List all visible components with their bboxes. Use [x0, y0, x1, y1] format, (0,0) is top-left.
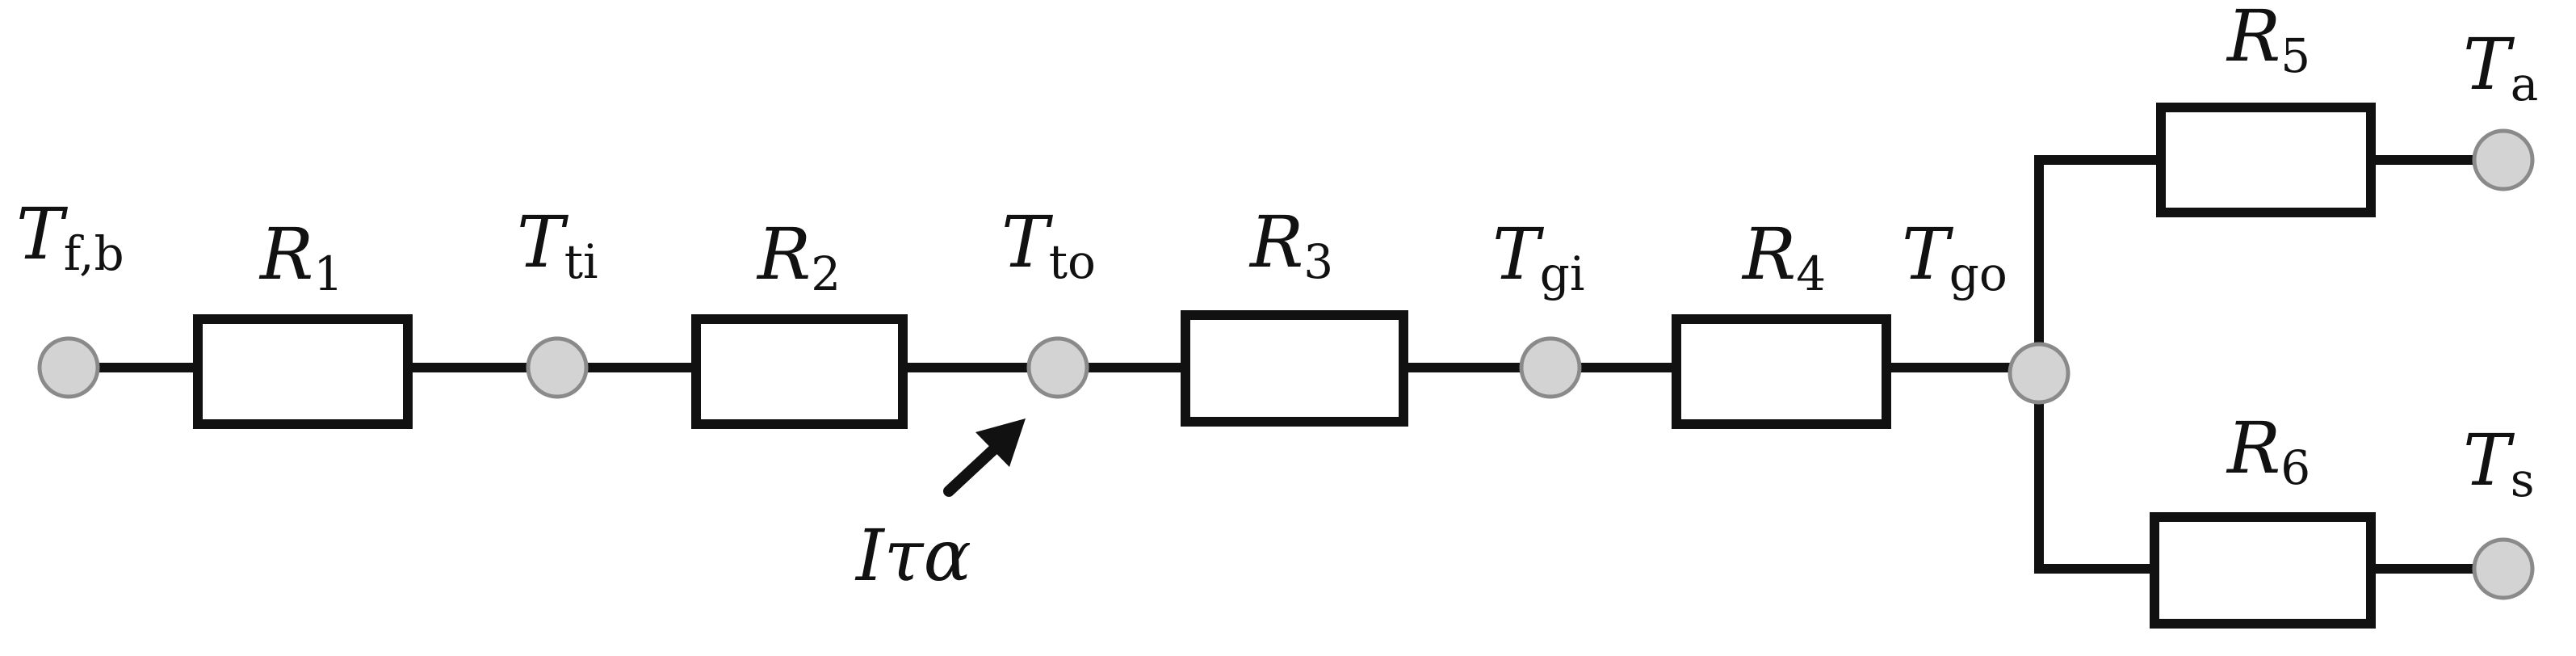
wire-branch-upper [2034, 155, 2166, 372]
label-t-fb: Tf,b [16, 192, 124, 281]
resistor-r2 [691, 314, 908, 429]
node-t-gi [1519, 336, 1582, 399]
node-t-to [1026, 336, 1089, 399]
wire-branch-lower [2034, 363, 2159, 574]
label-r3: R3 [1248, 200, 1333, 289]
resistor-r6 [2150, 512, 2376, 629]
node-t-ti [526, 336, 589, 399]
label-r5: R5 [2226, 0, 2310, 83]
node-t-a [2472, 128, 2535, 191]
label-t-go: Tgo [1902, 212, 2008, 301]
node-t-go [2008, 342, 2070, 405]
nodes [37, 128, 2535, 600]
resistors [193, 103, 2376, 629]
heat-input-arrow [943, 418, 1026, 497]
node-t-s [2472, 537, 2535, 600]
resistor-r3 [1181, 310, 1408, 427]
resistor-r5 [2156, 103, 2376, 217]
label-r6: R6 [2226, 406, 2310, 495]
node-t-fb [37, 336, 100, 399]
resistor-r4 [1672, 314, 1891, 429]
label-t-a: Ta [2463, 23, 2538, 111]
label-r4: R4 [1741, 212, 1826, 301]
label-r1: R1 [258, 212, 343, 301]
label-t-s: Ts [2463, 418, 2534, 507]
label-t-ti: Tti [517, 200, 598, 289]
label-heat-input: Iτα [854, 514, 971, 597]
label-t-to: Tto [1001, 200, 1096, 289]
resistor-r1 [193, 314, 413, 429]
label-t-gi: Tgi [1492, 212, 1584, 301]
label-r2: R2 [756, 212, 841, 301]
